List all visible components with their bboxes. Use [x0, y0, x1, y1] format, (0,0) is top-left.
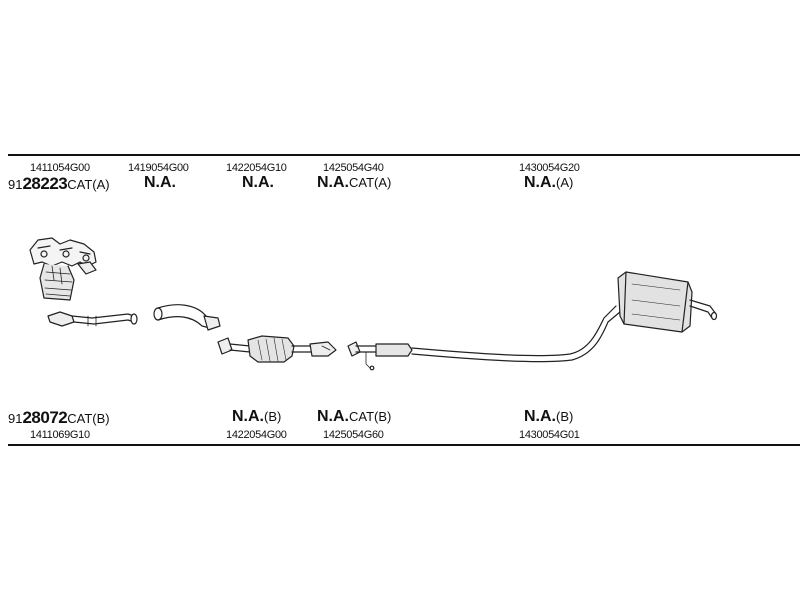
- top-kit-number: 28223: [22, 174, 68, 193]
- top-part-number-4: 1425054G40: [323, 162, 384, 174]
- catalytic-converter-icon: [217, 335, 337, 363]
- middle-pipe-icon: [347, 305, 621, 371]
- bottom-part-number-2: 1422054G00: [226, 429, 287, 441]
- top-part-number-3: 1422054G10: [226, 162, 287, 174]
- bottom-part-number-4: 1430054G01: [519, 429, 580, 441]
- bottom-ref-2: N.A.(B): [232, 408, 281, 426]
- top-kit-reference: 9128223CAT(A): [8, 174, 110, 194]
- top-part-number-1: 1411054G00: [30, 162, 90, 174]
- top-ref-2-main: N.A.: [144, 174, 176, 191]
- bottom-ref-3-suffix: CAT(B): [349, 409, 392, 424]
- bottom-ref-3: N.A.CAT(B): [317, 408, 391, 426]
- bottom-part-number-1: 1411069G10: [30, 429, 90, 441]
- bottom-ref-2-main: N.A.: [232, 408, 264, 425]
- top-ref-4: N.A.CAT(A): [317, 174, 391, 192]
- exhaust-manifold-icon: [29, 237, 97, 301]
- bottom-ref-4-main: N.A.: [524, 408, 556, 425]
- top-kit-prefix: 91: [8, 177, 23, 192]
- top-ref-5: N.A.(A): [524, 174, 573, 192]
- top-rule: [8, 154, 800, 156]
- intermediate-pipe-icon: [153, 304, 221, 331]
- top-ref-3: N.A.: [242, 174, 274, 192]
- top-kit-suffix: CAT(A): [67, 177, 110, 192]
- bottom-ref-3-main: N.A.: [317, 408, 349, 425]
- bottom-ref-2-suffix: (B): [264, 409, 282, 424]
- bottom-ref-4-suffix: (B): [556, 409, 574, 424]
- bottom-kit-suffix: CAT(B): [67, 411, 110, 426]
- top-ref-4-main: N.A.: [317, 174, 349, 191]
- bottom-rule: [8, 444, 800, 446]
- top-part-number-5: 1430054G20: [519, 162, 580, 174]
- bottom-kit-prefix: 91: [8, 411, 23, 426]
- top-part-number-2: 1419054G00: [128, 162, 189, 174]
- top-ref-2: N.A.: [144, 174, 176, 192]
- rear-muffler-icon: [617, 271, 718, 333]
- bottom-kit-reference: 9128072CAT(B): [8, 408, 110, 428]
- front-pipe-icon: [47, 311, 138, 327]
- bottom-kit-number: 28072: [22, 408, 68, 427]
- bottom-ref-4: N.A.(B): [524, 408, 573, 426]
- top-ref-5-suffix: (A): [556, 175, 574, 190]
- top-ref-5-main: N.A.: [524, 174, 556, 191]
- top-ref-4-suffix: CAT(A): [349, 175, 392, 190]
- bottom-part-number-3: 1425054G60: [323, 429, 384, 441]
- top-ref-3-main: N.A.: [242, 174, 274, 191]
